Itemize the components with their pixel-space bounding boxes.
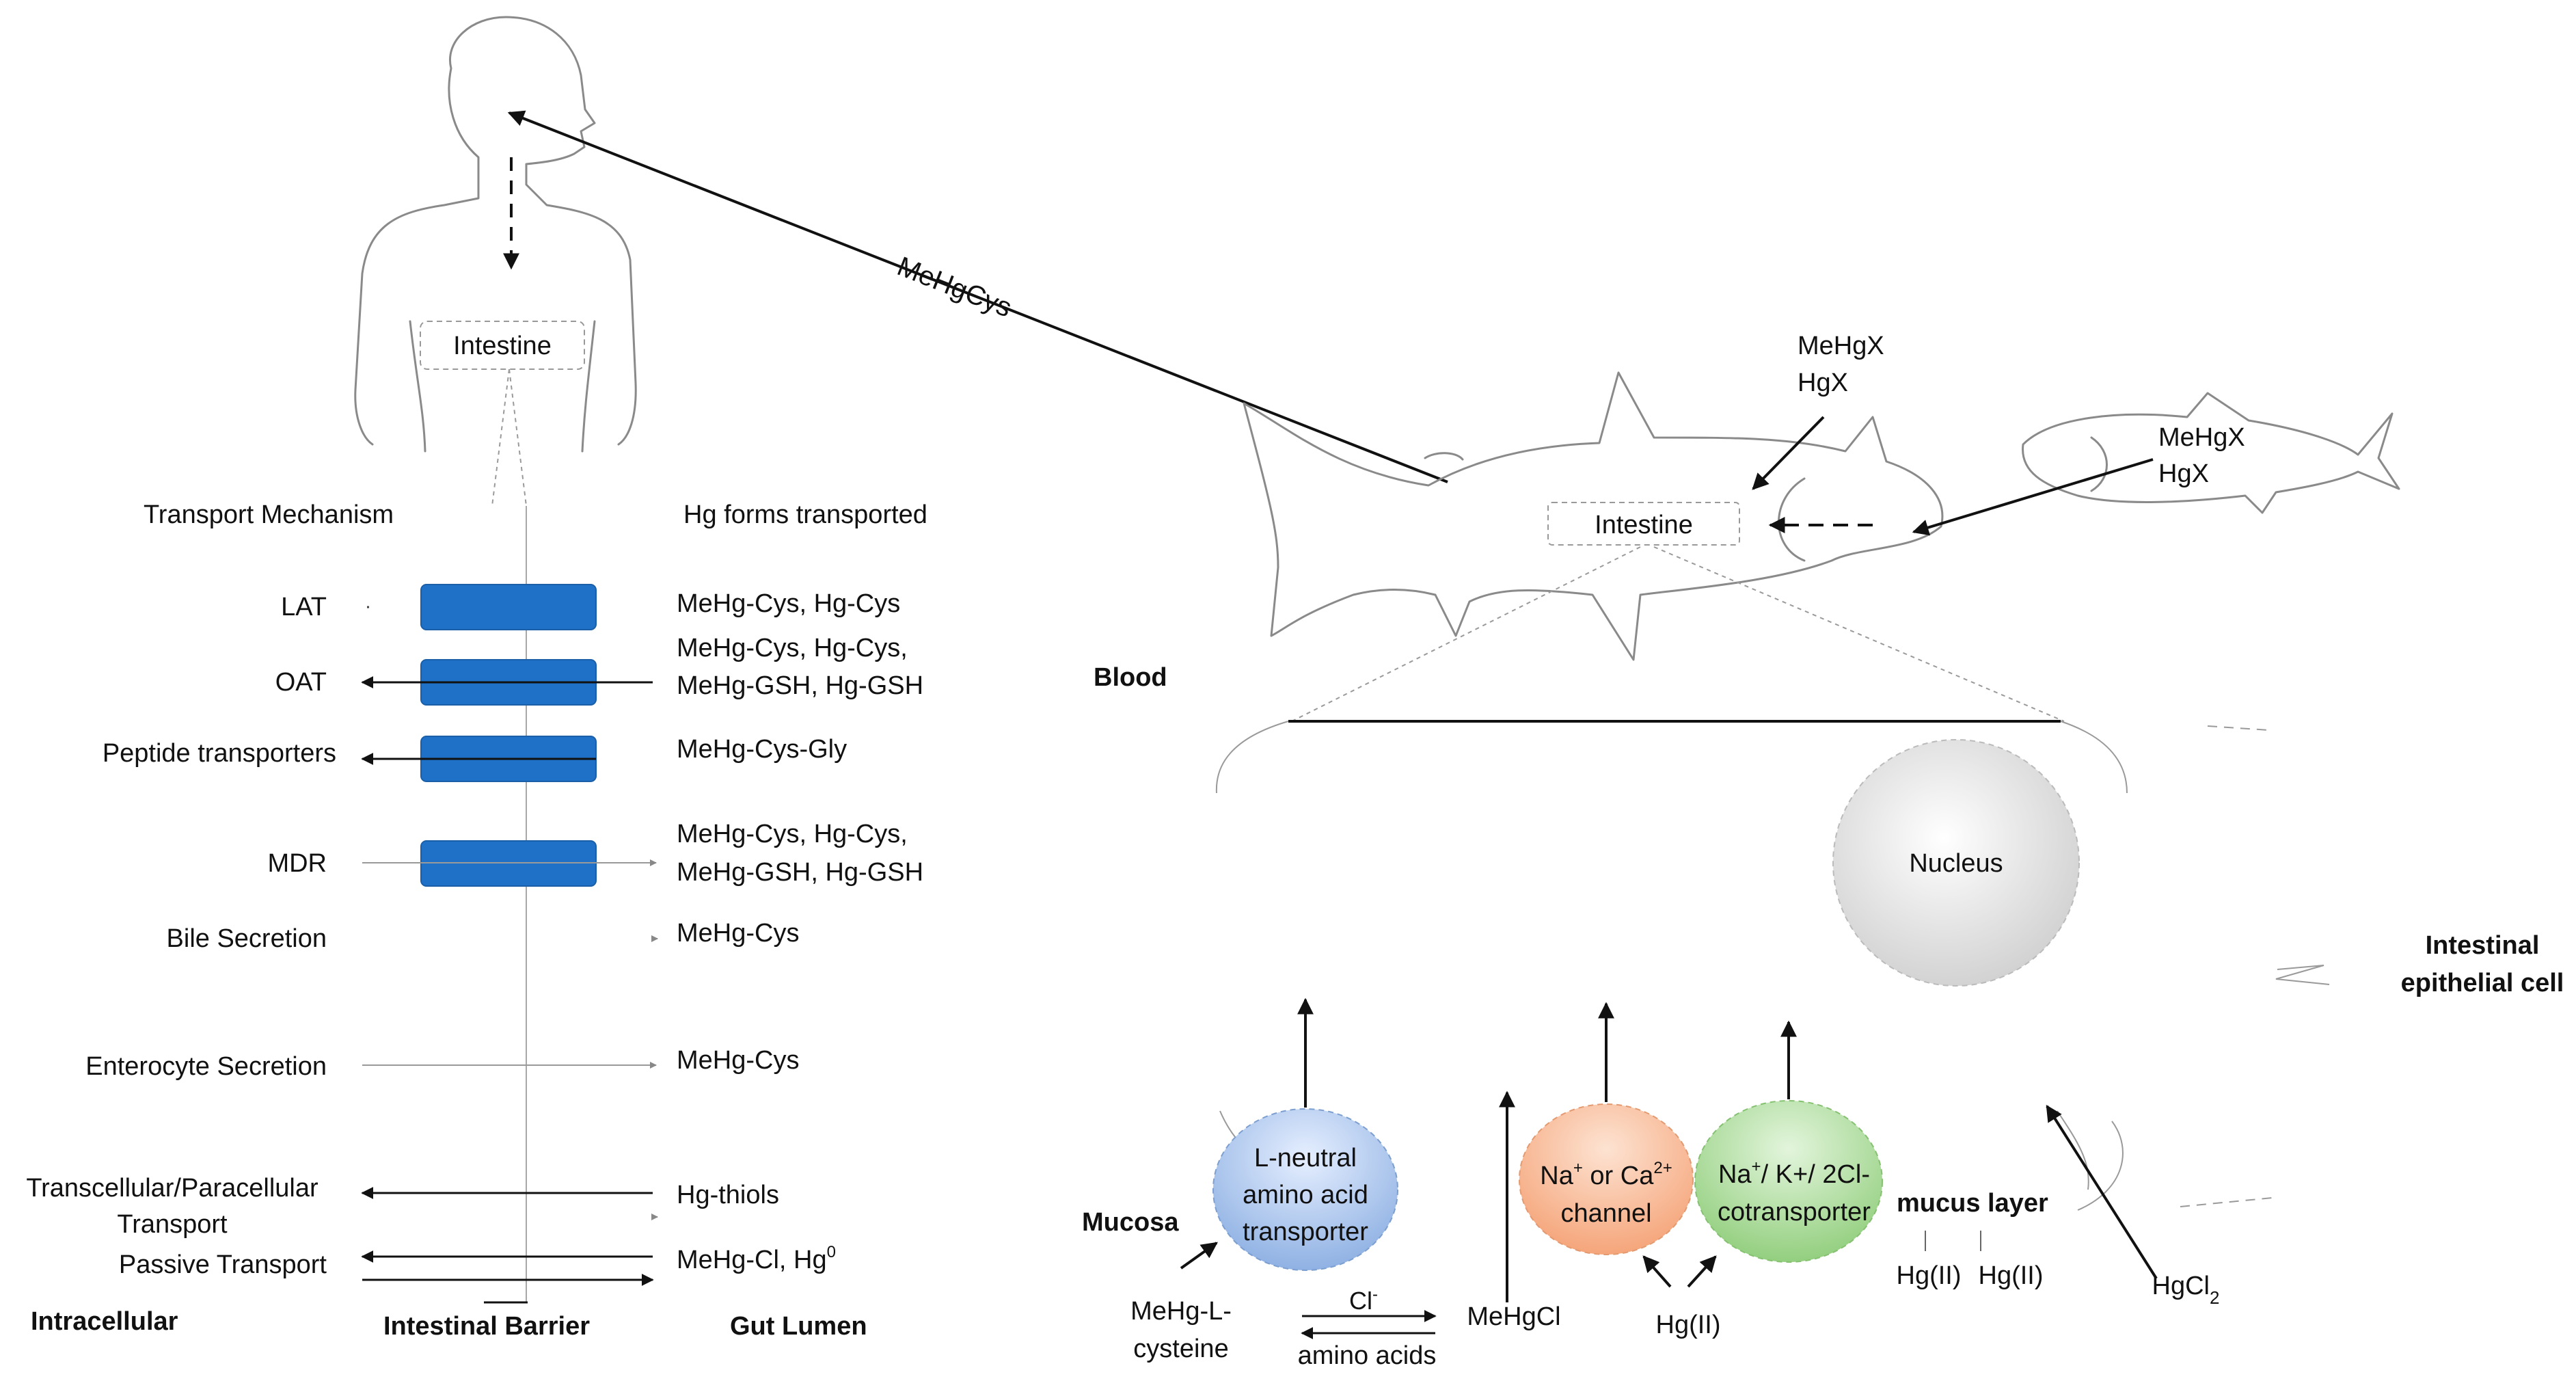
cotransporter-oval [1694, 1100, 1883, 1263]
header-transport-mechanism: Transport Mechanism [144, 500, 394, 529]
lat-label-1: L-neutral [1254, 1144, 1357, 1172]
cell-edge-dash-top [2207, 725, 2270, 731]
forms-mdr-2: MeHg-GSH, Hg-GSH [677, 858, 923, 887]
nucleus-label: Nucleus [1909, 849, 2003, 878]
hg2-label-b: Hg(II) [1979, 1261, 2044, 1290]
footer-gut-lumen: Gut Lumen [730, 1312, 867, 1341]
small-fish-label-mehgx: MeHgX [2158, 423, 2245, 452]
cotransporter-label-1: Na+/ K+/ 2Cl- [1718, 1157, 1870, 1189]
footer-intestinal-barrier: Intestinal Barrier [383, 1312, 590, 1341]
mucus-layer-curve [2077, 1121, 2124, 1211]
mechanism-passive: Passive Transport [119, 1250, 327, 1279]
forms-enterocyte: MeHg-Cys [677, 1046, 799, 1075]
mehgcys-route-arrow [507, 110, 1448, 483]
large-fish-label-mehgx: MeHgX [1798, 332, 1884, 360]
cell-zoom-line-right [1653, 546, 2065, 722]
hg2-label-c: Hg(II) [1656, 1311, 1721, 1339]
forms-passive: MeHg-Cl, Hg0 [677, 1243, 836, 1274]
mehg-l-cysteine-label-1: MeHg-L- [1130, 1297, 1232, 1326]
large-fish-hgx-arrow [1752, 416, 1825, 490]
cell-edge-dash-right [2275, 965, 2330, 985]
hgcl2-label: HgCl2 [2152, 1272, 2220, 1308]
mechanism-oat: OAT [275, 668, 327, 697]
mehg-l-cysteine-label-2: cysteine [1133, 1335, 1228, 1363]
mechanism-bile: Bile Secretion [167, 924, 327, 953]
hgcl2-arrow [2046, 1104, 2158, 1280]
fish-intestine-box [1547, 502, 1740, 546]
fish-intestine-label: Intestine [1595, 511, 1693, 539]
forms-transcellular: Hg-thiols [677, 1181, 779, 1209]
forms-mdr-1: MeHg-Cys, Hg-Cys, [677, 820, 908, 848]
cotransporter-label-2: cotransporter [1718, 1198, 1871, 1227]
cell-top-right-curve [2060, 721, 2128, 794]
hg2-to-channel-arrow [1642, 1255, 1672, 1288]
forms-oat-1: MeHg-Cys, Hg-Cys, [677, 634, 908, 662]
mucosa-label: Mucosa [1082, 1208, 1179, 1237]
mechanism-enterocyte: Enterocyte Secretion [85, 1052, 327, 1081]
small-to-large-fish-arrow [1912, 458, 2154, 536]
forms-lat: MeHg-Cys, Hg-Cys [677, 589, 900, 618]
channel-label-1: Na+ or Ca2+ [1540, 1159, 1672, 1190]
amino-acids-label: amino acids [1298, 1341, 1437, 1370]
lat-label-3: transporter [1243, 1218, 1368, 1246]
route-label: MeHgCys [893, 251, 1016, 323]
mechanism-transcellular-2: Transport [117, 1210, 228, 1239]
human-intestine-label: Intestine [453, 332, 552, 360]
lat-transporter [420, 584, 597, 630]
human-figure [354, 16, 637, 453]
hg2-label-a: Hg(II) [1897, 1261, 1962, 1290]
cell-top-left-curve [1215, 721, 1289, 794]
cell-zoom-line-left [1291, 546, 1641, 722]
ion-channel-oval [1519, 1103, 1694, 1255]
zoom-line-right [509, 368, 527, 507]
mechanism-peptide: Peptide transporters [103, 739, 336, 768]
nucleus [1832, 739, 2080, 987]
epithelial-cell-label-2: epithelial cell [2401, 969, 2564, 997]
forms-oat-2: MeHg-GSH, Hg-GSH [677, 671, 923, 700]
mechanism-mdr: MDR [267, 849, 327, 878]
hg2-to-cotransporter-arrow [1687, 1255, 1717, 1288]
human-intestine-box [420, 321, 585, 370]
footer-intracellular: Intracellular [31, 1307, 178, 1336]
forms-peptide: MeHg-Cys-Gly [677, 735, 847, 764]
header-hg-forms: Hg forms transported [683, 500, 927, 529]
zoom-line-left [491, 368, 510, 507]
small-fish [2022, 392, 2400, 514]
blood-label: Blood [1094, 663, 1167, 692]
channel-label-2: channel [1560, 1199, 1651, 1228]
epithelial-cell-label-1: Intestinal [2426, 931, 2540, 960]
large-fish-label-hgx: HgX [1798, 368, 1848, 397]
mucus-layer-label: mucus layer [1897, 1189, 2048, 1218]
mechanism-lat: LAT [281, 593, 327, 621]
small-fish-label-hgx: HgX [2158, 459, 2209, 488]
mehgcl-label: MeHgCl [1467, 1302, 1560, 1331]
cell-edge-dash-bottom [2180, 1197, 2273, 1207]
cl-label: Cl- [1349, 1285, 1378, 1315]
forms-bile: MeHg-Cys [677, 919, 799, 948]
mehg-lcys-arrow [1180, 1242, 1218, 1270]
mucosa-edge-curve-right [2057, 1110, 2089, 1190]
lat-label-2: amino acid [1243, 1181, 1368, 1209]
mechanism-transcellular-1: Transcellular/Paracellular [26, 1174, 318, 1203]
lat-transporter-oval [1212, 1108, 1398, 1271]
